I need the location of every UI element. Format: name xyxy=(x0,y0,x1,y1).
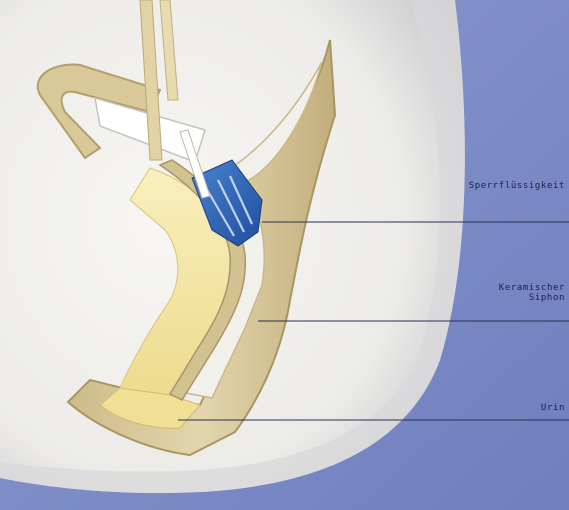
label-keramischer-siphon: Keramischer Siphon xyxy=(499,283,565,303)
label-keramischer-text: Keramischer xyxy=(499,283,565,293)
label-urin-text: Urin xyxy=(541,403,565,413)
label-sperrfluessigkeit: Sperrflüssigkeit xyxy=(469,181,565,191)
label-sperrfluessigkeit-text: Sperrflüssigkeit xyxy=(469,181,565,191)
label-urin: Urin xyxy=(541,403,565,413)
label-siphon-text: Siphon xyxy=(499,293,565,303)
